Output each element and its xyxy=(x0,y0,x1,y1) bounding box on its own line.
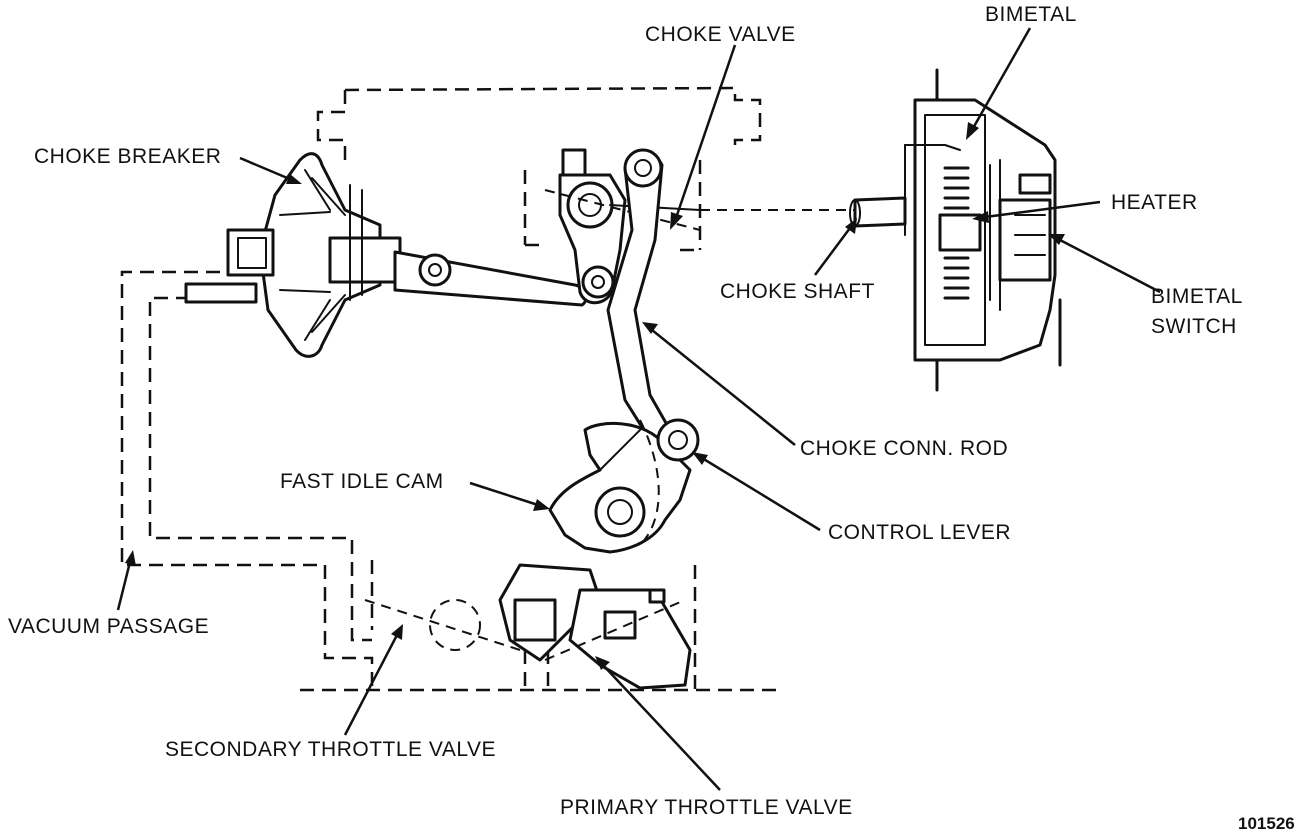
carburetor-body-outline xyxy=(300,86,780,692)
choke-breaker-label: CHOKE BREAKER xyxy=(34,145,221,168)
choke-breaker xyxy=(184,152,402,358)
choke-connecting-rod xyxy=(606,148,672,442)
primary-throttle-valve-label: PRIMARY THROTTLE VALVE xyxy=(560,796,853,819)
vacuum-passage xyxy=(120,270,374,690)
choke-conn-rod-label: CHOKE CONN. ROD xyxy=(800,437,1008,460)
bimetal-housing xyxy=(904,68,1062,392)
choke-shaft-label: CHOKE SHAFT xyxy=(720,280,875,303)
bimetal-coil xyxy=(938,166,982,300)
bimetal-label: BIMETAL xyxy=(985,3,1077,26)
breaker-link-rod xyxy=(393,250,588,307)
fast-idle-cam-assembly xyxy=(548,418,700,554)
throttle-valve-assembly xyxy=(364,563,692,690)
control-lever-label: CONTROL LEVER xyxy=(828,521,1011,544)
choke-valve-label: CHOKE VALVE xyxy=(645,23,796,46)
leader-lines xyxy=(116,27,1161,791)
bimetal-switch-label-line1: BIMETAL xyxy=(1151,285,1243,308)
fast-idle-cam-label: FAST IDLE CAM xyxy=(280,470,444,493)
choke-valve-lever xyxy=(544,148,701,305)
bimetal-switch-label-line2: SWITCH xyxy=(1151,315,1237,338)
choke-shaft xyxy=(700,196,907,228)
heater-label: HEATER xyxy=(1111,191,1198,214)
secondary-throttle-valve-label: SECONDARY THROTTLE VALVE xyxy=(165,738,496,761)
figure-number: 101526 xyxy=(1238,814,1295,833)
vacuum-passage-label: VACUUM PASSAGE xyxy=(8,615,209,638)
